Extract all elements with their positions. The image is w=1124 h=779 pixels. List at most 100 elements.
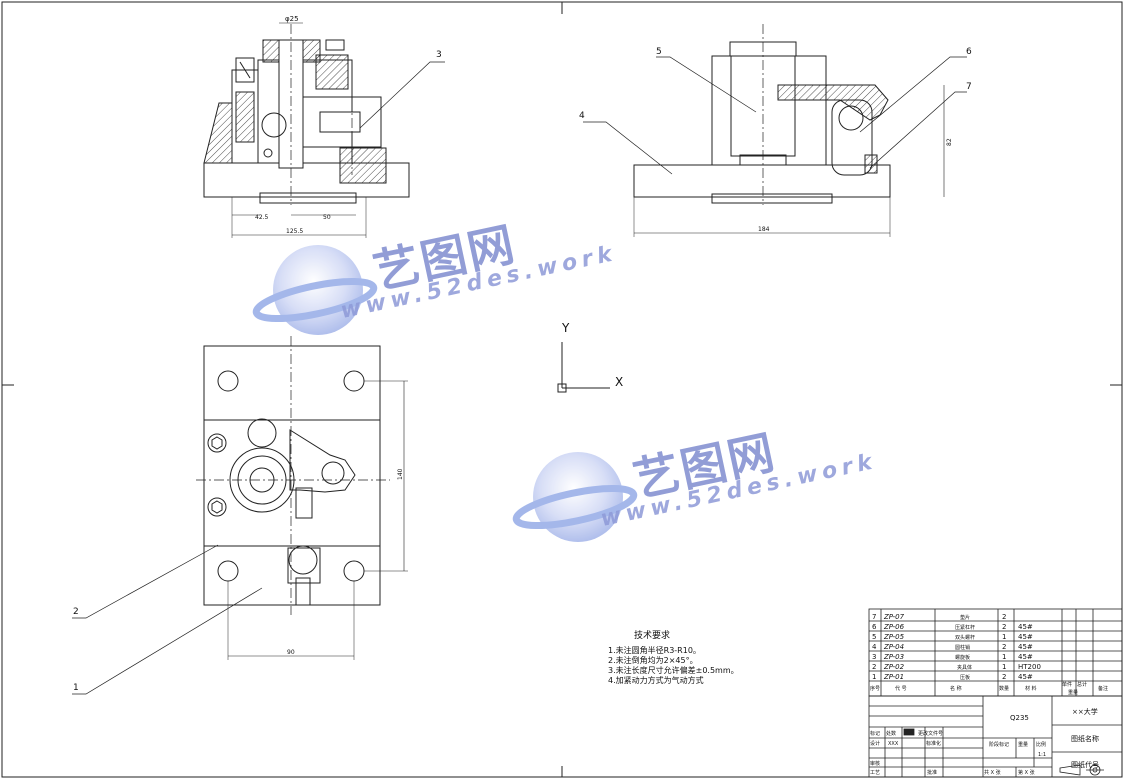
svg-text:2: 2 xyxy=(1002,643,1006,651)
bom-row: 1 ZP-01 压板 2 45# xyxy=(872,673,1033,681)
tech-line: 3.未注长度尺寸允许偏差±0.5mm。 xyxy=(608,666,739,675)
svg-text:垫片: 垫片 xyxy=(960,614,970,621)
svg-text:45#: 45# xyxy=(1018,653,1033,661)
balloon-2: 2 xyxy=(73,607,79,617)
svg-text:7: 7 xyxy=(872,613,876,621)
svg-text:4: 4 xyxy=(872,643,877,651)
svg-text:重量: 重量 xyxy=(1018,741,1028,748)
svg-text:45#: 45# xyxy=(1018,673,1033,681)
title-block xyxy=(868,695,1123,778)
svg-text:45#: 45# xyxy=(1018,633,1033,641)
svg-text:比例: 比例 xyxy=(1036,741,1046,748)
bom-row: 5 ZP-05 双头螺杆 1 45# xyxy=(872,633,1033,641)
svg-text:更改文件号: 更改文件号 xyxy=(918,730,943,737)
svg-text:螺旋板: 螺旋板 xyxy=(955,654,970,661)
svg-text:阶段标记: 阶段标记 xyxy=(989,741,1009,748)
dim-plan-w: 90 xyxy=(287,649,295,656)
ucs-axis-icon xyxy=(557,342,610,393)
tech-line: 4.加紧动力方式为气动方式 xyxy=(608,676,704,685)
svg-text:名 称: 名 称 xyxy=(950,685,962,692)
svg-text:压紧杠杆: 压紧杠杆 xyxy=(955,624,975,631)
balloon-7: 7 xyxy=(966,82,972,92)
svg-text:2: 2 xyxy=(872,663,876,671)
svg-text:双头螺杆: 双头螺杆 xyxy=(955,634,975,641)
dim-left-w1: 42.5 xyxy=(255,214,269,221)
dim-left-total: 125.5 xyxy=(286,228,303,235)
bom-header: 序号 代 号 名 称 数量 材 料 单件 总计 重量 备注 xyxy=(870,681,1108,696)
svg-text:1:1: 1:1 xyxy=(1038,752,1046,758)
dim-top-phi: φ25 xyxy=(285,15,299,23)
title-block-text: Q235 ××大学 图纸名称 图纸代号 标记 处数 更改文件号 设计 XXX 标… xyxy=(870,707,1099,776)
svg-text:45#: 45# xyxy=(1018,643,1033,651)
balloon-5: 5 xyxy=(656,47,662,57)
svg-text:5: 5 xyxy=(872,633,876,641)
dim-right-h: 82 xyxy=(946,138,953,146)
svg-text:重量: 重量 xyxy=(1068,689,1078,696)
bom-row: 2 ZP-02 夹具体 1 HT200 xyxy=(872,663,1041,671)
svg-text:1: 1 xyxy=(1002,663,1006,671)
ucs-y-label: Y xyxy=(561,321,570,335)
balloon-4: 4 xyxy=(579,111,585,121)
svg-text:ZP-01: ZP-01 xyxy=(883,673,904,681)
svg-text:ZP-02: ZP-02 xyxy=(883,663,905,671)
svg-text:HT200: HT200 xyxy=(1018,663,1041,671)
side-view xyxy=(583,24,967,237)
plan-view xyxy=(72,336,408,695)
balloon-1: 1 xyxy=(73,683,79,693)
svg-text:XXX: XXX xyxy=(888,741,899,747)
svg-text:材 料: 材 料 xyxy=(1025,685,1037,692)
svg-text:3: 3 xyxy=(872,653,876,661)
svg-text:标准化: 标准化 xyxy=(926,740,941,747)
svg-text:ZP-06: ZP-06 xyxy=(883,623,905,631)
svg-text:ZP-07: ZP-07 xyxy=(883,613,905,621)
tech-title: 技术要求 xyxy=(634,631,671,641)
svg-text:批准: 批准 xyxy=(927,769,937,776)
drawing-code: 图纸代号 xyxy=(1071,760,1099,769)
svg-text:代 号: 代 号 xyxy=(895,685,907,692)
svg-text:单件: 单件 xyxy=(1062,681,1072,688)
svg-text:共 X 张: 共 X 张 xyxy=(984,769,1001,776)
school-label: ××大学 xyxy=(1072,707,1098,716)
ucs-x-label: X xyxy=(615,375,623,389)
svg-text:2: 2 xyxy=(1002,673,1006,681)
tech-line: 2.未注倒角均为2×45°。 xyxy=(608,656,698,665)
svg-text:ZP-05: ZP-05 xyxy=(883,633,905,641)
front-section-view xyxy=(203,22,445,238)
svg-text:备注: 备注 xyxy=(1098,685,1108,692)
material-label: Q235 xyxy=(1010,714,1029,722)
svg-text:夹具体: 夹具体 xyxy=(957,664,972,671)
tech-line: 1.未注圆角半径R3-R10。 xyxy=(608,646,701,655)
svg-text:2: 2 xyxy=(1002,613,1006,621)
watermark-globe-2 xyxy=(512,452,638,542)
svg-text:ZP-03: ZP-03 xyxy=(883,653,904,661)
bom-row: 4 ZP-04 圆柱销 2 45# xyxy=(872,643,1033,651)
svg-text:1: 1 xyxy=(872,673,876,681)
drawing-name: 图纸名称 xyxy=(1071,734,1099,743)
bom-row: 7 ZP-07 垫片 2 xyxy=(872,613,1006,621)
svg-text:6: 6 xyxy=(872,623,877,631)
balloon-6: 6 xyxy=(966,47,972,57)
svg-text:工艺: 工艺 xyxy=(870,770,880,776)
svg-text:数量: 数量 xyxy=(999,685,1009,692)
svg-text:ZP-04: ZP-04 xyxy=(883,643,904,651)
svg-text:2: 2 xyxy=(1002,623,1006,631)
svg-text:1: 1 xyxy=(1002,633,1006,641)
dim-right-total: 184 xyxy=(758,226,770,233)
bom-table xyxy=(868,608,1123,697)
dim-left-w2: 50 xyxy=(323,214,331,221)
projection-symbol-icon xyxy=(1059,764,1104,776)
svg-text:第 X 张: 第 X 张 xyxy=(1018,769,1035,776)
svg-text:1: 1 xyxy=(1002,653,1006,661)
svg-text:压板: 压板 xyxy=(960,674,970,681)
svg-text:标记: 标记 xyxy=(870,730,880,737)
svg-text:序号: 序号 xyxy=(870,685,880,692)
bom-rows: 7 ZP-07 垫片 2 6 ZP-06 压紧杠杆 2 45# 5 ZP-05 … xyxy=(870,613,1108,696)
dim-plan-h: 140 xyxy=(397,468,404,480)
svg-text:总计: 总计 xyxy=(1077,681,1087,688)
svg-text:处数: 处数 xyxy=(886,730,896,737)
svg-text:设计: 设计 xyxy=(870,740,880,747)
technical-requirements: 技术要求 1.未注圆角半径R3-R10。 2.未注倒角均为2×45°。 3.未注… xyxy=(608,628,848,686)
svg-text:45#: 45# xyxy=(1018,623,1033,631)
bom-row: 6 ZP-06 压紧杠杆 2 45# xyxy=(872,623,1033,631)
